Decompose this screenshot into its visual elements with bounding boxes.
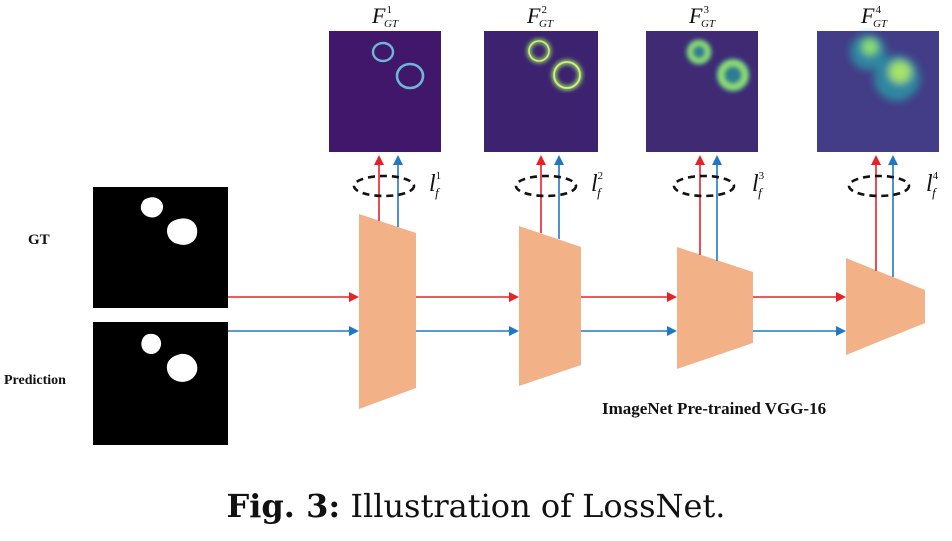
caption-prefix: Fig. 3: — [226, 487, 341, 525]
loss-ellipse-2 — [514, 174, 578, 198]
feature-map-1 — [329, 31, 441, 152]
loss-ellipse-4 — [847, 174, 911, 198]
gt-mask-image — [93, 187, 228, 308]
loss-label-4: l4f — [926, 170, 939, 200]
figure-caption: Fig. 3: Illustration of LossNet. — [0, 487, 952, 525]
feature-map-3 — [646, 31, 758, 152]
feature-label-3: F3GT — [689, 3, 716, 30]
loss-ellipse-3 — [672, 174, 736, 198]
caption-text: Illustration of LossNet. — [340, 487, 726, 525]
loss-label-2: l2f — [591, 170, 604, 200]
encoder-block-3 — [677, 247, 753, 369]
prediction-label: Prediction — [4, 373, 66, 388]
feature-label-4: F4GT — [861, 3, 888, 30]
feature-label-2: F2GT — [527, 3, 554, 30]
encoder-block-1 — [359, 214, 416, 409]
loss-ellipse-1 — [352, 174, 416, 198]
network-label: ImageNet Pre-trained VGG-16 — [602, 399, 827, 418]
loss-label-3: l3f — [752, 170, 765, 200]
feature-label-1: F1GT — [372, 3, 399, 30]
prediction-mask-image — [93, 322, 228, 445]
encoder-block-2 — [519, 226, 581, 386]
feature-map-2 — [484, 31, 598, 152]
feature-map-4 — [817, 31, 939, 152]
loss-label-1: l1f — [429, 170, 442, 200]
gt-label: GT — [28, 232, 50, 248]
encoder-block-4 — [846, 258, 925, 355]
